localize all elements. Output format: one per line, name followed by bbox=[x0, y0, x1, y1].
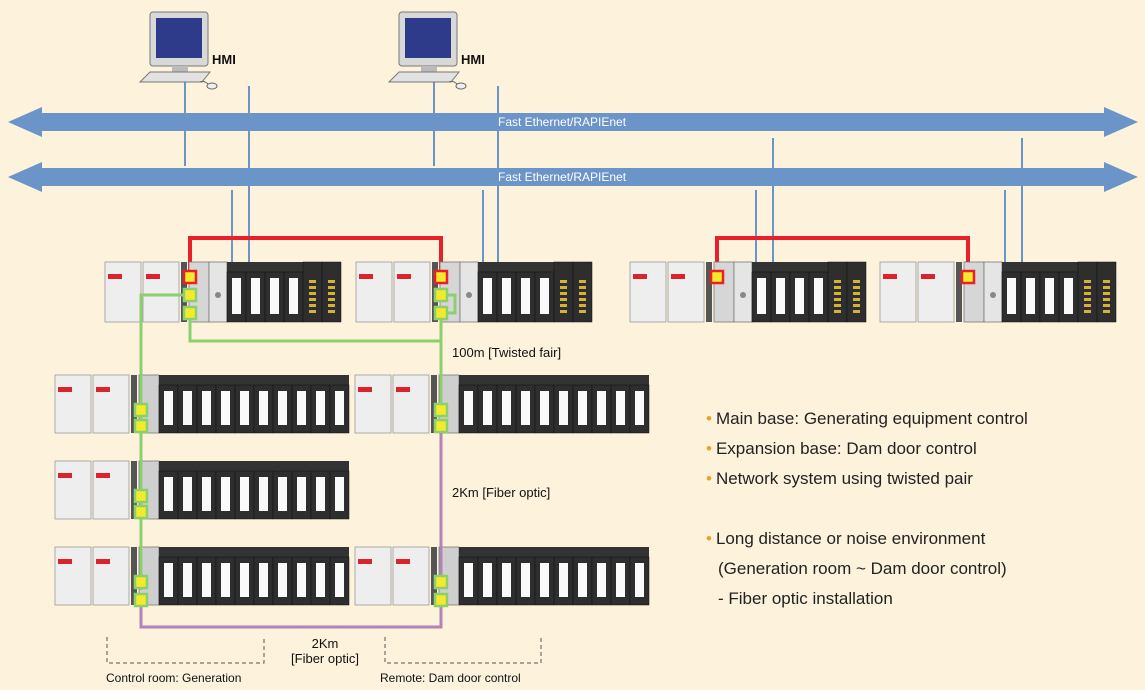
twisted-pair-port bbox=[433, 287, 449, 303]
zone-brackets bbox=[106, 637, 542, 664]
main-base-rack[interactable] bbox=[355, 261, 593, 323]
expansion-port bbox=[433, 574, 449, 590]
redundant-port bbox=[182, 269, 198, 285]
twisted-pair-links bbox=[139, 293, 457, 590]
twisted-pair-port bbox=[182, 287, 198, 303]
zone-control-room: Control room: Generation bbox=[106, 671, 242, 685]
twisted-pair-label: 100m [Twisted fair] bbox=[452, 345, 562, 360]
expansion-port bbox=[133, 574, 149, 590]
hmi-computer-1[interactable] bbox=[138, 11, 218, 90]
note-item: •Expansion base: Dam door control bbox=[706, 434, 1028, 464]
redundant-port bbox=[709, 269, 725, 285]
note-text: Main base: Generating equipment control bbox=[715, 409, 1028, 428]
expansion-base-rack[interactable] bbox=[354, 546, 650, 606]
expansion-port bbox=[133, 488, 149, 504]
fiber-optic-links bbox=[139, 426, 443, 629]
hmi-computer-2[interactable] bbox=[387, 11, 467, 90]
note-item: •Main base: Generating equipment control bbox=[706, 404, 1028, 434]
note-subitem: - Fiber optic installation bbox=[718, 589, 893, 608]
note-text: Long distance or noise environment bbox=[715, 529, 986, 548]
note-detail: (Generation room ~ Dam door control) bbox=[718, 559, 1007, 578]
expansion-port bbox=[433, 592, 449, 608]
bullet-icon: • bbox=[706, 439, 712, 458]
comm-ports bbox=[133, 269, 976, 608]
redundant-port bbox=[433, 269, 449, 285]
expansion-base-rack[interactable] bbox=[354, 374, 650, 434]
expansion-port bbox=[133, 402, 149, 418]
expansion-port bbox=[133, 418, 149, 434]
expansion-port bbox=[133, 504, 149, 520]
bullet-icon: • bbox=[706, 529, 712, 548]
hmi-label-2: HMI bbox=[461, 52, 485, 67]
expansion-port bbox=[433, 418, 449, 434]
expansion-port bbox=[133, 592, 149, 608]
redundant-link bbox=[188, 236, 970, 270]
ethernet-bus-label-2: Fast Ethernet/RAPIEnet bbox=[498, 170, 627, 184]
expansion-base-rack[interactable] bbox=[54, 546, 350, 606]
main-base-rack[interactable] bbox=[879, 261, 1117, 323]
fiber-distance: 2Km bbox=[311, 636, 339, 651]
expansion-base-rack[interactable] bbox=[54, 374, 350, 434]
note-item: •Long distance or noise environment bbox=[706, 524, 1028, 554]
main-base-rack[interactable] bbox=[104, 261, 342, 323]
hmi-label-1: HMI bbox=[212, 52, 236, 67]
ethernet-bus-label-1: Fast Ethernet/RAPIEnet bbox=[498, 115, 627, 129]
fiber-optic-bottom-label: 2Km [Fiber optic] bbox=[280, 636, 370, 666]
bullet-icon: • bbox=[706, 469, 712, 488]
plc-racks bbox=[54, 261, 1117, 606]
note-spacer bbox=[706, 494, 1028, 524]
note-text: Network system using twisted pair bbox=[715, 469, 973, 488]
twisted-pair-port bbox=[182, 305, 198, 321]
note-item: •Network system using twisted pair bbox=[706, 464, 1028, 494]
expansion-base-rack[interactable] bbox=[54, 460, 350, 520]
notes-list: •Main base: Generating equipment control… bbox=[706, 404, 1028, 614]
redundant-port bbox=[960, 269, 976, 285]
note-text: Expansion base: Dam door control bbox=[715, 439, 977, 458]
twisted-pair-port bbox=[433, 305, 449, 321]
fiber-optic-vertical-label: 2Km [Fiber optic] bbox=[452, 485, 551, 500]
expansion-port bbox=[433, 402, 449, 418]
bullet-icon: • bbox=[706, 409, 712, 428]
zone-remote: Remote: Dam door control bbox=[380, 671, 521, 685]
ethernet-bus-1 bbox=[8, 107, 1138, 137]
ethernet-bus-2 bbox=[8, 162, 1138, 192]
main-base-rack[interactable] bbox=[629, 261, 867, 323]
fiber-type: [Fiber optic] bbox=[291, 651, 359, 666]
